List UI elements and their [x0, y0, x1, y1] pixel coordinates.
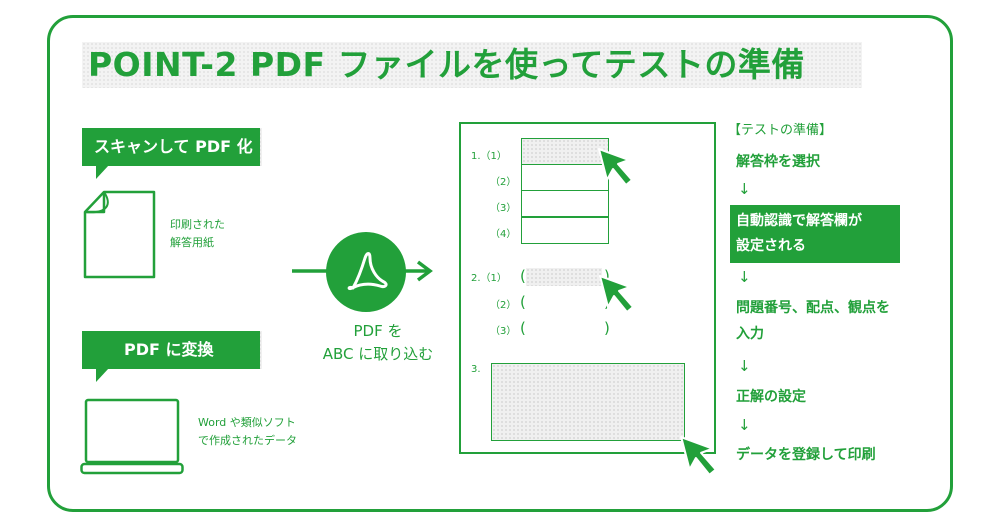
paren-open-2-2: ( [520, 293, 526, 311]
convert-label-text: PDF に変換 [124, 340, 214, 359]
page-title: POINT-2 PDF ファイルを使ってテストの準備 [88, 45, 805, 84]
step-arrow-3: ↓ [738, 357, 751, 375]
document-icon [83, 190, 156, 279]
q2-2-label: （2） [490, 300, 517, 311]
answer-field-2-1[interactable] [526, 268, 602, 286]
laptop-icon [80, 398, 184, 475]
paren-close-2-1: ) [604, 267, 610, 285]
scan-label-text: スキャンして PDF 化 [94, 137, 253, 156]
q1-3-label: （3） [490, 203, 517, 214]
cursor-icon [599, 275, 634, 313]
acrobat-icon [326, 232, 406, 312]
outer-frame [47, 15, 953, 512]
paren-open-2-3: ( [520, 319, 526, 337]
paren-close-2-3: ) [604, 319, 610, 337]
answer-cell-1-3[interactable] [521, 190, 609, 217]
convert-caption-2: で作成されたデータ [198, 434, 297, 447]
q2-label: 2.（1） [471, 273, 507, 284]
step-5: データを登録して印刷 [736, 447, 876, 463]
q1-4-label: （4） [490, 229, 517, 240]
cursor-icon [598, 148, 633, 186]
q2-3-label: （3） [490, 326, 517, 337]
step-2-highlight: 自動認識で解答欄が 設定される [730, 205, 900, 263]
title-band [82, 42, 862, 88]
center-caption-2: ABC に取り込む [322, 345, 434, 363]
center-caption: PDF を ABC に取り込む [308, 320, 448, 366]
cursor-icon [680, 436, 717, 476]
step-4: 正解の設定 [736, 389, 806, 405]
step-arrow-2: ↓ [738, 268, 751, 286]
step-3-line-1: 問題番号、配点、観点を [736, 300, 890, 316]
answer-cell-1-1[interactable] [521, 138, 609, 165]
convert-label-tail [96, 368, 109, 382]
scan-label-tail [96, 165, 109, 179]
steps-title: 【テストの準備】 [728, 123, 833, 138]
convert-label: PDF に変換 [82, 331, 260, 382]
step-arrow-1: ↓ [738, 180, 751, 198]
step-3-line-2: 入力 [736, 326, 764, 342]
convert-caption-1: Word や類似ソフト [198, 416, 296, 429]
step-1: 解答枠を選択 [736, 154, 820, 170]
scan-caption-2: 解答用紙 [170, 236, 214, 249]
q3-label: 3. [471, 364, 481, 375]
scan-caption-1: 印刷された [170, 218, 225, 231]
center-caption-1: PDF を [353, 322, 403, 340]
answer-cell-1-4[interactable] [521, 217, 609, 244]
step-2-line-2: 設定される [736, 238, 806, 254]
step-arrow-4: ↓ [738, 416, 751, 434]
answer-cell-3[interactable] [491, 363, 685, 441]
q1-2-label: （2） [490, 177, 517, 188]
q1-label: 1.（1） [471, 151, 507, 162]
scan-label: スキャンして PDF 化 [82, 128, 260, 179]
step-2-line-1: 自動認識で解答欄が [736, 213, 862, 229]
paren-open-2-1: ( [520, 267, 526, 285]
